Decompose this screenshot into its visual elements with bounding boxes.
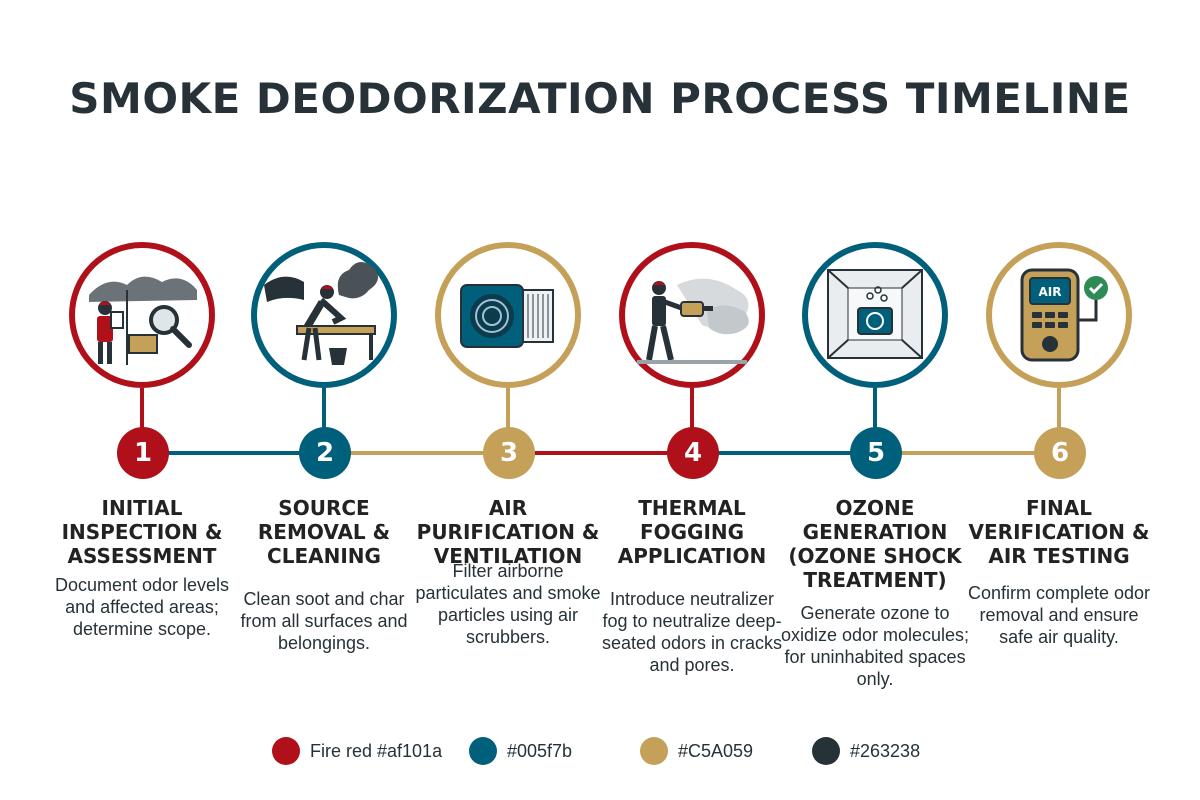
step-4-description: Introduce neutralizer fog to neutralize … — [601, 589, 783, 675]
legend-swatch — [640, 737, 668, 765]
legend-label: #263238 — [850, 740, 921, 761]
step-1-number: 1 — [117, 427, 169, 479]
step-3-number: 3 — [483, 427, 535, 479]
step-6-number: 6 — [1034, 427, 1086, 479]
legend-label: Fire red #af101a — [310, 740, 443, 761]
step-2-icon-circle — [249, 240, 399, 390]
step-1-icon-circle — [67, 240, 217, 390]
page-title: SMOKE DEODORIZATION PROCESS TIMELINE — [69, 74, 1131, 123]
step-3-icon-circle — [433, 240, 583, 390]
step-4-title: THERMAL FOGGING APPLICATION — [617, 496, 767, 568]
step-2-description: Clean soot and char from all surfaces an… — [240, 589, 408, 653]
legend-label: #005f7b — [507, 740, 573, 761]
legend-item-gold: #C5A059 — [640, 736, 753, 766]
step-6-title: FINAL VERIFICATION & AIR TESTING — [968, 496, 1150, 568]
cleaning-icon — [251, 242, 397, 388]
step-2-number: 2 — [299, 427, 351, 479]
legend-swatch — [272, 737, 300, 765]
step-5-description: Generate ozone to oxidize odor molecules… — [780, 603, 970, 689]
fogger-icon — [619, 242, 765, 388]
step-3-description: Filter airborne particulates and smoke p… — [415, 561, 601, 647]
air-tester-icon: AIR — [986, 242, 1132, 388]
legend-item-blue: #005f7b — [469, 736, 572, 766]
step-1-description: Document odor levels and affected areas;… — [54, 575, 230, 639]
step-1-title: INITIAL INSPECTION & ASSESSMENT — [61, 496, 223, 568]
legend-item-fire-red: Fire red #af101a — [272, 736, 442, 766]
legend-swatch — [469, 737, 497, 765]
air-scrubber-icon — [435, 242, 581, 388]
step-3-title: AIR PURIFICATION & VENTILATION — [416, 496, 600, 568]
step-4-number: 4 — [667, 427, 719, 479]
step-2-title: SOURCE REMOVAL & CLEANING — [257, 496, 391, 568]
step-5-icon-circle — [800, 240, 950, 390]
step-5-title: OZONE GENERATION (OZONE SHOCK TREATMENT) — [788, 496, 962, 592]
legend-swatch — [812, 737, 840, 765]
step-6-description: Confirm complete odor removal and ensure… — [967, 583, 1151, 647]
step-5-number: 5 — [850, 427, 902, 479]
device-screen-label: AIR — [1039, 285, 1062, 299]
step-6-icon-circle: AIR — [984, 240, 1134, 390]
ozone-generator-icon — [802, 242, 948, 388]
inspection-icon — [69, 242, 215, 388]
legend-label: #C5A059 — [678, 740, 754, 761]
step-4-icon-circle — [617, 240, 767, 390]
legend-item-dark: #263238 — [812, 736, 920, 766]
